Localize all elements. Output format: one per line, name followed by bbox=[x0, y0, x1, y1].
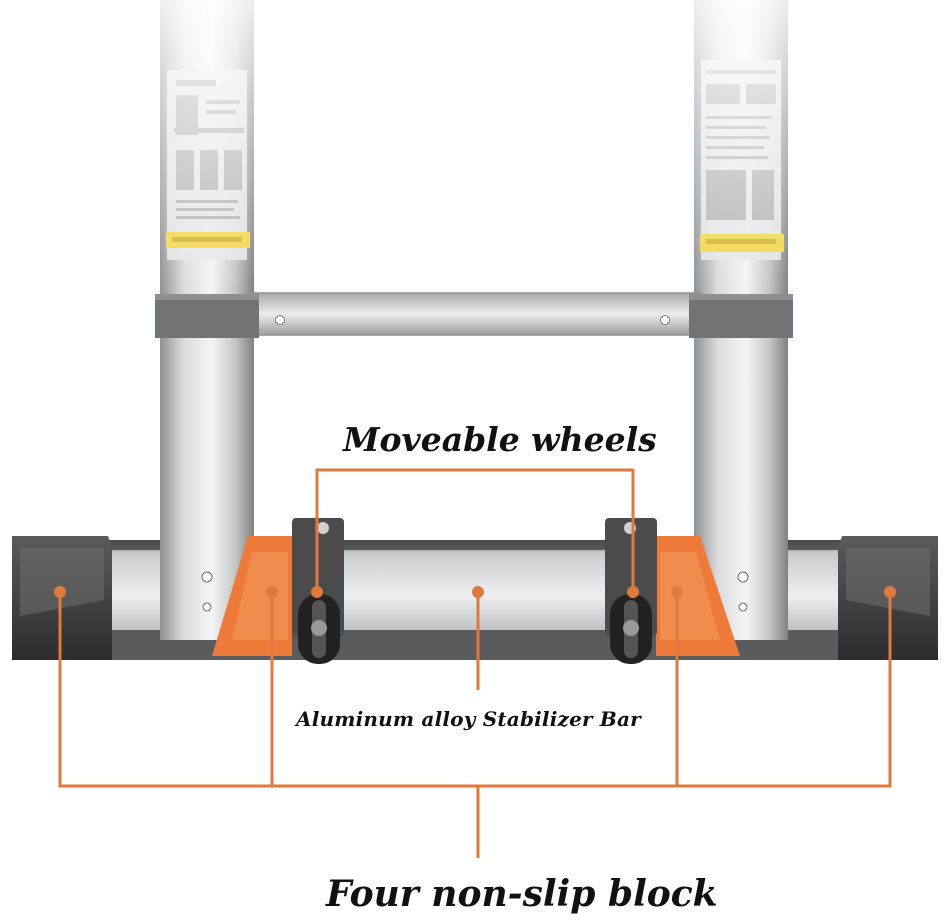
right-caster-wheel bbox=[605, 518, 657, 664]
bar-callout-line bbox=[472, 586, 484, 690]
non-slip-block-caption: Four non-slip block bbox=[326, 873, 718, 915]
wheels-callout-lines bbox=[311, 468, 639, 598]
right-end-block bbox=[838, 536, 938, 660]
blocks-callout-lines bbox=[54, 586, 896, 858]
ladder-rung bbox=[249, 292, 701, 336]
left-end-block bbox=[12, 536, 112, 660]
stabilizer-bar bbox=[12, 540, 938, 660]
moveable-wheels-caption: Moveable wheels bbox=[343, 420, 657, 459]
stabilizer-bar-caption: Aluminum alloy Stabilizer Bar bbox=[296, 707, 641, 731]
rail-clamps bbox=[155, 294, 793, 338]
